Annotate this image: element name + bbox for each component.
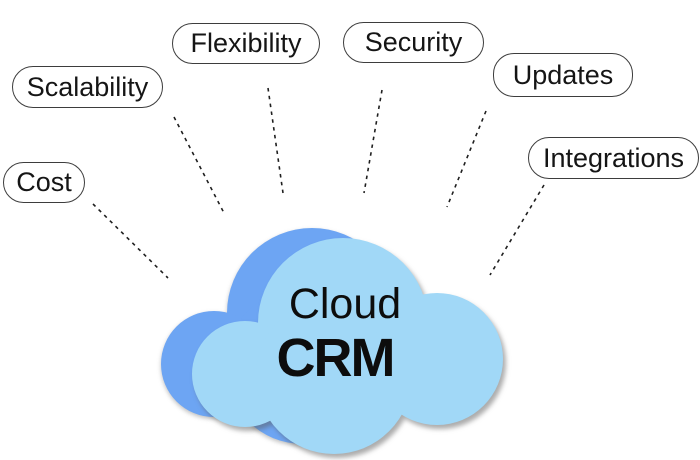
connector-line-security (363, 89, 383, 194)
connector-lines (92, 87, 545, 279)
connector-line-flexibility (267, 87, 284, 194)
cloud-shape-front (192, 238, 503, 454)
connector-line-cost (92, 203, 169, 279)
cloud-front-bottom-lobe (256, 298, 412, 454)
connector-line-integrations (489, 184, 545, 276)
cloud-front-right-lobe (371, 293, 503, 425)
connector-line-updates (446, 110, 487, 208)
label-pill-flexibility: Flexibility (172, 23, 320, 64)
label-pill-integrations: Integrations (528, 137, 699, 179)
cloud-title: Cloud (288, 280, 402, 328)
label-pill-updates: Updates (493, 53, 633, 97)
label-pill-cost: Cost (3, 162, 85, 203)
label-pill-security: Security (343, 22, 484, 63)
cloud-subtitle: CRM (276, 328, 396, 388)
connector-line-scalability (173, 116, 225, 214)
label-pill-scalability: Scalability (12, 66, 163, 108)
